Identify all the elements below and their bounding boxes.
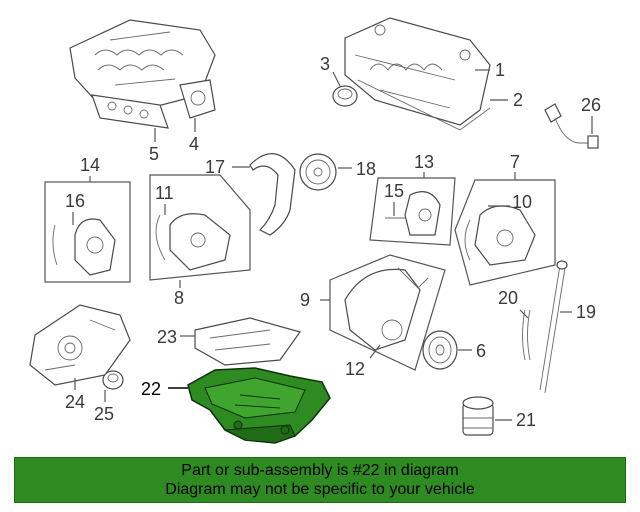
- callout-22: 22: [141, 379, 161, 399]
- intake-manifold-part[interactable]: [69, 19, 216, 119]
- crankshaft-pulley-part[interactable]: [422, 330, 458, 370]
- timing-belt-part[interactable]: [249, 153, 296, 236]
- callout-11: 11: [155, 183, 174, 203]
- callout-1: 1: [495, 60, 505, 80]
- dipstick-part[interactable]: [539, 260, 568, 394]
- callout-17: 17: [205, 157, 225, 177]
- callout-12: 12: [345, 359, 365, 379]
- callout-23: 23: [157, 327, 177, 347]
- callout-21: 21: [516, 410, 536, 430]
- drain-plug-part[interactable]: [102, 370, 124, 390]
- callout-24: 24: [65, 392, 85, 412]
- sensor-part[interactable]: [544, 103, 599, 149]
- callout-2: 2: [513, 90, 523, 110]
- oil-filler-cap-part[interactable]: [332, 85, 358, 107]
- callout-25: 25: [94, 404, 114, 424]
- callout-6: 6: [476, 341, 486, 361]
- intake-gasket-part[interactable]: [91, 94, 169, 129]
- timing-cover-front-part[interactable]: [344, 267, 429, 351]
- callout-7: 7: [510, 152, 520, 172]
- callout-3: 3: [320, 54, 330, 74]
- parts-diagram: 4 5 1 2 3 26 17: [29, 17, 601, 444]
- oil-filter-part[interactable]: [462, 396, 494, 436]
- timing-cover-middle-part[interactable]: [155, 213, 231, 271]
- timing-cover-lower-part[interactable]: [52, 218, 116, 276]
- dipstick-tube-part[interactable]: [522, 309, 531, 361]
- callout-18: 18: [356, 159, 376, 179]
- callout-20: 20: [498, 288, 518, 308]
- callout-13: 13: [414, 152, 434, 172]
- oil-pan-part-highlighted[interactable]: [187, 367, 331, 444]
- callout-10: 10: [512, 192, 532, 212]
- callout-16: 16: [65, 191, 85, 211]
- banner-line-2: Diagram may not be specific to your vehi…: [165, 481, 475, 498]
- oil-pump-part[interactable]: [29, 304, 131, 386]
- callout-19: 19: [576, 302, 596, 322]
- timing-cover-rear-part[interactable]: [464, 205, 536, 266]
- callout-8: 8: [174, 288, 184, 308]
- banner-line-1: Part or sub-assembly is #22 in diagram: [181, 462, 459, 479]
- callout-14: 14: [80, 155, 100, 175]
- valve-cover-part[interactable]: [344, 17, 491, 126]
- callout-26: 26: [581, 95, 601, 115]
- callout-15: 15: [384, 181, 404, 201]
- baffle-plate-part[interactable]: [194, 317, 301, 366]
- callout-4: 4: [189, 134, 199, 154]
- timing-pulley-part[interactable]: [299, 153, 337, 191]
- timing-cover-upper-part[interactable]: [385, 191, 441, 236]
- callout-9: 9: [300, 290, 310, 310]
- callout-5: 5: [149, 144, 159, 164]
- valve-cover-gasket-part[interactable]: [357, 79, 491, 131]
- highlight-banner: Part or sub-assembly is #22 in diagram D…: [14, 457, 626, 503]
